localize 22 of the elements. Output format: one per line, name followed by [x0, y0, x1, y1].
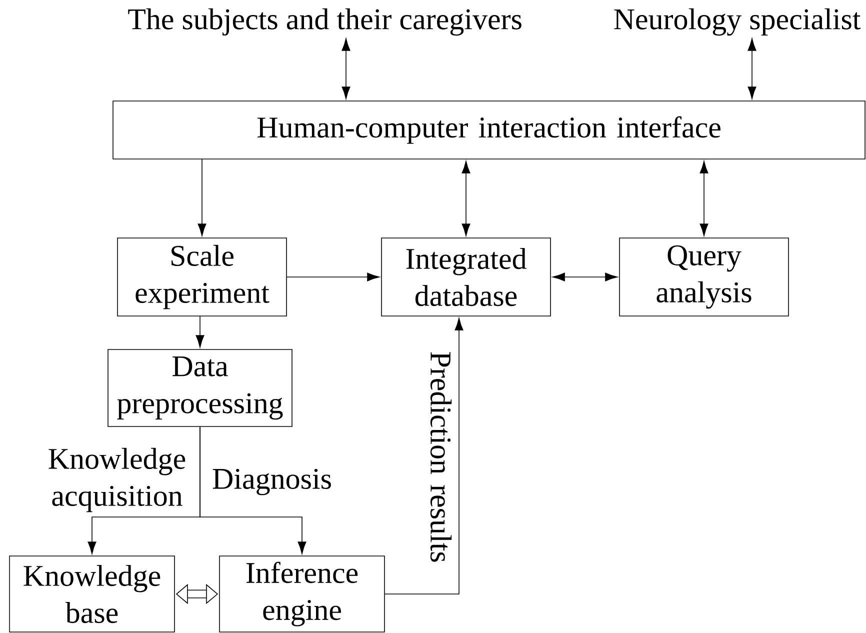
edge-label: Diagnosis [212, 468, 331, 496]
arrow [462, 160, 470, 236]
edge-label: Prediction results [430, 352, 452, 562]
arrow [748, 38, 756, 100]
arrow [384, 318, 464, 594]
process-box: Human-computer interaction interface [112, 100, 866, 160]
process-box: Integrated database [381, 238, 551, 316]
arrow [200, 426, 306, 554]
edge-label: Knowledge acquisition [48, 448, 186, 512]
arrow [286, 272, 380, 282]
arrow [198, 159, 206, 236]
arrow [700, 160, 708, 236]
actor-label: The subjects and their caregivers [128, 8, 522, 36]
process-box: Query analysis [619, 238, 789, 316]
process-box: Scale experiment [117, 238, 287, 316]
actor-label: Neurology specialist [614, 8, 861, 36]
process-box: Data preprocessing [108, 349, 292, 427]
process-box: Knowledge base [9, 556, 175, 632]
arrow [196, 316, 204, 348]
arrow [552, 272, 618, 282]
arrow [342, 38, 350, 100]
process-box: Inference engine [219, 556, 385, 632]
